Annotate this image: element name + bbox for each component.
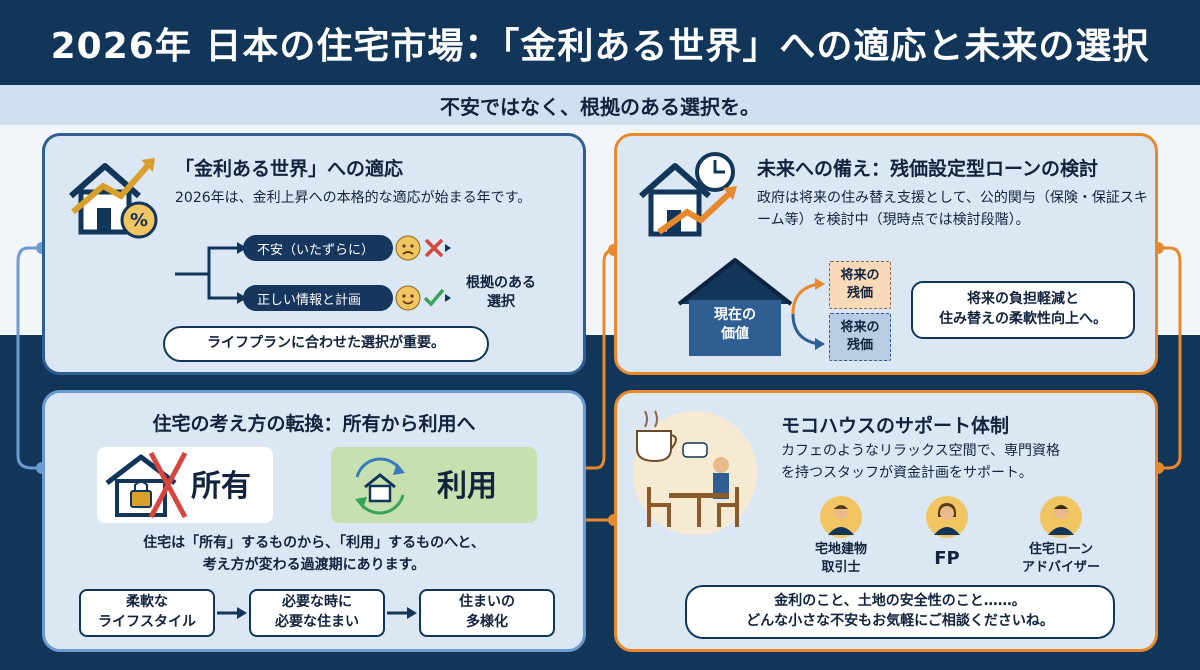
panel-title: 「金利ある世界」への適応 (175, 158, 404, 180)
current-value-label: 現在の 価値 (714, 307, 756, 342)
flow-arrow-icon (217, 607, 247, 619)
checkmark-icon (423, 288, 451, 307)
panel-rate-adaptation: % 「金利ある世界」への適応 2026年は、金利上昇への本格的な適応が始まる年で… (42, 133, 586, 375)
result-label: 根拠のある 選択 (466, 275, 536, 310)
smiling-face-icon (395, 285, 421, 311)
panel-text: 2026年は、金利上昇への本格的な適応が始まる年です。 (175, 190, 532, 206)
svg-text:%: % (130, 210, 148, 231)
flow-step-label: 柔軟な ライフスタイル (98, 594, 196, 630)
branch-good-label: 正しい情報と計画 (257, 292, 362, 308)
staff-role-label: 宅地建物 取引士 (814, 542, 867, 575)
flow-step-1: 柔軟な ライフスタイル (79, 589, 215, 637)
staff-avatar-icon (820, 496, 862, 538)
tip-bubble-text: ライフプランに合わせた選択が重要。 (207, 335, 445, 352)
panel-text: 住宅は「所有」するものから、「利用」するものへと、 考え方が変わる過渡期にありま… (143, 535, 485, 573)
use-label: 利用 (437, 469, 497, 504)
staff-role-label: 住宅ローン アドバイザー (1021, 542, 1100, 575)
future-residual-box-2: 将来の 残価 (829, 313, 891, 361)
worried-face-icon (395, 235, 421, 261)
panel-text: 政府は将来の住み替え支援として、公的関与（保険・保証スキーム等）を検討中（現時点… (757, 190, 1148, 228)
cross-icon (424, 238, 451, 258)
panel-ownership-shift: 住宅の考え方の転換：所有から利用へ 所有 利用 住宅は「所有」するものから、「利… (42, 390, 586, 652)
own-label: 所有 (191, 469, 251, 504)
locked-house-icon (105, 451, 188, 519)
future-residual-label-2: 将来の 残価 (840, 319, 880, 353)
flow-step-3: 住まいの 多様化 (419, 589, 555, 637)
value-arrows (791, 278, 825, 350)
panel-support: モコハウスのサポート体制 カフェのようなリラックス空間で、専門資格 を持つスタッ… (614, 390, 1158, 652)
house-rising-rate-icon: % (69, 158, 158, 239)
panel-text: カフェのようなリラックス空間で、専門資格 を持つスタッフが資金計画をサポート。 (781, 443, 1061, 481)
branch-bad-label: 不安（いたずらに） (257, 242, 375, 258)
flow-arrow-icon (387, 607, 417, 619)
branch-arrows (175, 242, 247, 304)
benefit-bubble-text: 将来の負担軽減と 住み替えの柔軟性向上へ。 (939, 291, 1107, 327)
house-value-diagram (677, 258, 793, 356)
panel-title: 住宅の考え方の転換：所有から利用へ (152, 413, 476, 435)
future-residual-label-1: 将来の 残価 (840, 267, 880, 301)
consult-bubble: 金利のこと、土地の安全性のこと……。 どんな小さな不安もお気軽にご相談くださいね… (685, 585, 1115, 639)
cycle-house-icon (355, 457, 405, 515)
flow-step-label: 必要な時に 必要な住まい (275, 594, 359, 630)
future-residual-box-1: 将来の 残価 (829, 261, 891, 309)
panel-future-loan: 未来への備え：残価設定型ローンの検討 政府は将来の住み替え支援として、公的関与（… (614, 133, 1158, 375)
consult-bubble-text: 金利のこと、土地の安全性のこと……。 どんな小さな不安もお気軽にご相談くださいね… (746, 593, 1054, 629)
tip-bubble: ライフプランに合わせた選択が重要。 (163, 326, 489, 362)
panel-title: モコハウスのサポート体制 (781, 415, 1010, 437)
header-band (0, 0, 1200, 85)
flow-step-label: 住まいの 多様化 (459, 594, 515, 630)
page-subtitle: 不安ではなく、根拠のある選択を。 (440, 94, 760, 119)
branch-good-pill: 正しい情報と計画 (243, 285, 393, 311)
page-title: 2026年 日本の住宅市場：「金利ある世界」への適応と未来の選択 (50, 25, 1150, 67)
house-clock-growth-icon (639, 152, 737, 237)
branch-bad-pill: 不安（いたずらに） (243, 235, 393, 261)
cafe-consultation-illustration (633, 410, 757, 535)
staff-role-label: FP (934, 548, 960, 569)
panel-title: 未来への備え：残価設定型ローンの検討 (757, 158, 1099, 180)
subtitle-band (0, 85, 1200, 125)
flow-step-2: 必要な時に 必要な住まい (249, 589, 385, 637)
staff-avatar-icon (1040, 496, 1082, 538)
staff-avatar-icon (926, 496, 968, 538)
benefit-bubble: 将来の負担軽減と 住み替えの柔軟性向上へ。 (911, 281, 1135, 339)
